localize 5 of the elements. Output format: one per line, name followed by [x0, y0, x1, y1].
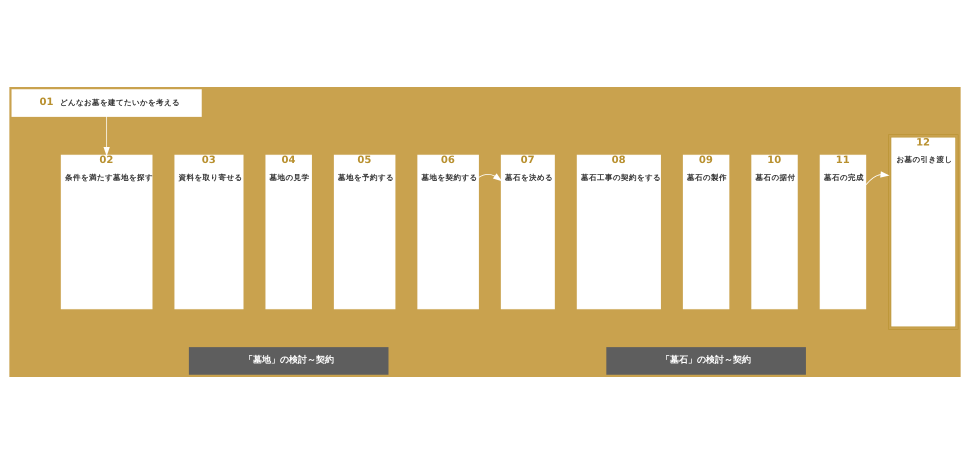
arrow [866, 170, 890, 185]
node-box: 「墓地」の検討～契約 [188, 346, 388, 374]
node-box: 「墓石」の検討～契約 [606, 346, 806, 374]
arrow [103, 116, 110, 156]
arrow [478, 172, 502, 181]
